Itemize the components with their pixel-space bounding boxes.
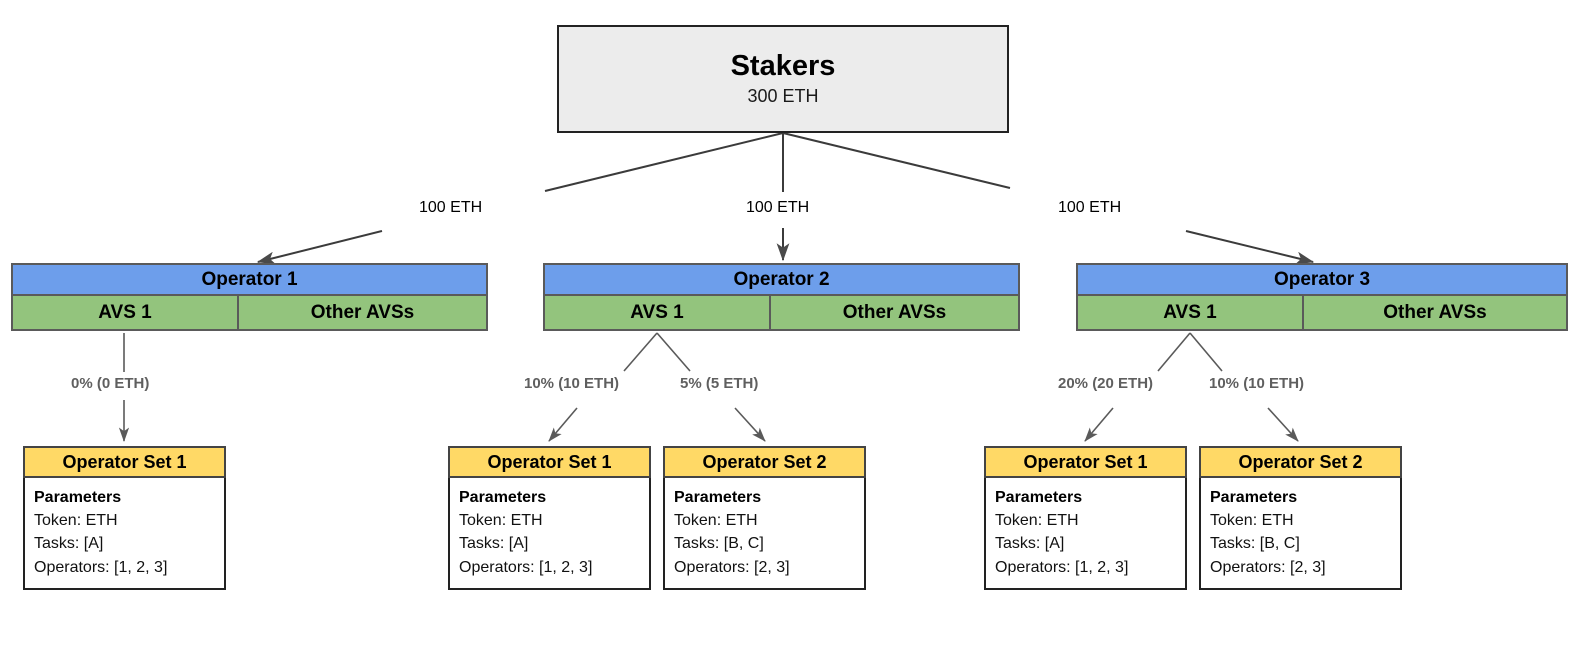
operator-1-header: Operator 1 (11, 263, 488, 296)
operator-set-2-2-body: Parameters Token: ETH Tasks: [B, C] Oper… (663, 478, 866, 590)
delegation-label-operator-2: 100 ETH (746, 199, 810, 216)
operator-set-2-1-body: Parameters Token: ETH Tasks: [A] Operato… (448, 478, 651, 590)
delegation-label-operator-3: 100 ETH (1058, 199, 1122, 216)
operator-set-2-2-params-title: Parameters (674, 489, 762, 506)
operator-node-1[interactable]: Operator 1 AVS 1 Other AVSs (11, 263, 488, 331)
operator-set-1-1-operators: Operators: [1, 2, 3] (34, 558, 168, 576)
operator-set-3-1-token: Token: ETH (995, 512, 1079, 530)
operator-1-avs-row: AVS 1 Other AVSs (11, 296, 488, 331)
operator-set-3-2-title: Operator Set 2 (1199, 446, 1402, 478)
operator-set-3-2-params-title: Parameters (1210, 489, 1298, 506)
operator-set-3-1-params-title: Parameters (995, 489, 1083, 506)
operator-set-3-2-body: Parameters Token: ETH Tasks: [B, C] Oper… (1199, 478, 1402, 590)
operator-set-3-2-token: Token: ETH (1210, 512, 1294, 530)
operator-set-3-1-title: Operator Set 1 (984, 446, 1187, 478)
stakers-amount: 300 ETH (747, 86, 819, 107)
operator-set-card-2-2[interactable]: Operator Set 2 Parameters Token: ETH Tas… (663, 446, 866, 590)
edge-stakers-to-operator-1 (256, 132, 784, 265)
stakers-node: Stakers 300 ETH (557, 25, 1009, 133)
operator-2-avs-row: AVS 1 Other AVSs (543, 296, 1020, 331)
operator-1-other-avss[interactable]: Other AVSs (238, 296, 488, 331)
operator-1-avs-1[interactable]: AVS 1 (11, 296, 238, 331)
operator-2-header: Operator 2 (543, 263, 1020, 296)
operator-2-avs-1[interactable]: AVS 1 (543, 296, 770, 331)
allocation-label-operator-3-set-2: 10% (10 ETH) (1209, 375, 1305, 392)
operator-set-1-1-body: Parameters Token: ETH Tasks: [A] Operato… (23, 478, 226, 590)
edge-stakers-to-operator-3 (782, 132, 1315, 265)
operator-set-2-1-params-title: Parameters (459, 489, 547, 506)
operator-set-1-1-title: Operator Set 1 (23, 446, 226, 478)
allocation-label-operator-2-set-1: 10% (10 ETH) (524, 375, 620, 392)
operator-set-3-1-tasks: Tasks: [A] (995, 535, 1065, 553)
operator-set-2-2-tasks: Tasks: [B, C] (674, 535, 764, 553)
operator-set-2-1-tasks: Tasks: [A] (459, 535, 529, 553)
allocation-label-operator-3-set-1: 20% (20 ETH) (1058, 375, 1154, 392)
operator-set-1-1-tasks: Tasks: [A] (34, 535, 104, 553)
operator-node-2[interactable]: Operator 2 AVS 1 Other AVSs (543, 263, 1020, 331)
operator-set-card-1-1[interactable]: Operator Set 1 Parameters Token: ETH Tas… (23, 446, 226, 590)
operator-set-2-1-token: Token: ETH (459, 512, 543, 530)
operator-set-3-2-tasks: Tasks: [B, C] (1210, 535, 1300, 553)
operator-set-1-1-token: Token: ETH (34, 512, 118, 530)
operator-set-2-2-token: Token: ETH (674, 512, 758, 530)
operator-set-2-1-title: Operator Set 1 (448, 446, 651, 478)
operator-set-3-1-body: Parameters Token: ETH Tasks: [A] Operato… (984, 478, 1187, 590)
operator-set-2-2-operators: Operators: [2, 3] (674, 558, 790, 576)
operator-3-header: Operator 3 (1076, 263, 1568, 296)
operator-set-3-1-operators: Operators: [1, 2, 3] (995, 558, 1129, 576)
operator-set-2-1-operators: Operators: [1, 2, 3] (459, 558, 593, 576)
operator-set-2-2-title: Operator Set 2 (663, 446, 866, 478)
allocation-label-operator-2-set-2: 5% (5 ETH) (680, 375, 759, 392)
operator-node-3[interactable]: Operator 3 AVS 1 Other AVSs (1076, 263, 1568, 331)
operator-set-card-3-2[interactable]: Operator Set 2 Parameters Token: ETH Tas… (1199, 446, 1402, 590)
operator-set-card-2-1[interactable]: Operator Set 1 Parameters Token: ETH Tas… (448, 446, 651, 590)
stakers-title: Stakers (730, 49, 836, 82)
operator-3-avs-1[interactable]: AVS 1 (1076, 296, 1303, 331)
operator-set-card-3-1[interactable]: Operator Set 1 Parameters Token: ETH Tas… (984, 446, 1187, 590)
operator-2-other-avss[interactable]: Other AVSs (770, 296, 1020, 331)
allocation-label-operator-1-set-1: 0% (0 ETH) (71, 375, 150, 392)
operator-3-avs-row: AVS 1 Other AVSs (1076, 296, 1568, 331)
operator-3-other-avss[interactable]: Other AVSs (1303, 296, 1568, 331)
delegation-label-operator-1: 100 ETH (419, 199, 483, 216)
operator-set-3-2-operators: Operators: [2, 3] (1210, 558, 1326, 576)
operator-set-1-1-params-title: Parameters (34, 489, 122, 506)
